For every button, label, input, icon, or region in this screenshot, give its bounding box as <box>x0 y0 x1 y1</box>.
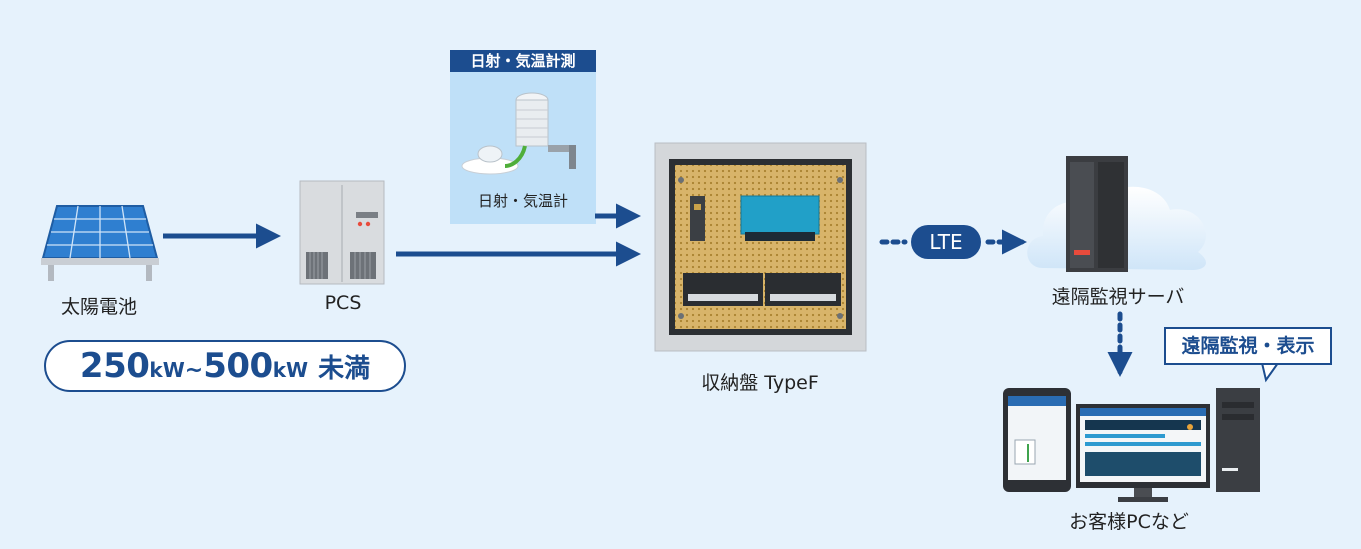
enclosure-label: 収納盤 TypeF <box>701 372 819 394</box>
desktop-tower-icon <box>1216 388 1260 492</box>
weather-header: 日射・気温計測 <box>450 50 596 72</box>
weather-sensor-panel <box>450 72 596 224</box>
server-icon <box>1066 156 1128 272</box>
pcs-label: PCS <box>324 292 362 314</box>
enclosure-typef-icon <box>654 142 867 352</box>
thermometer-shield-icon <box>504 92 576 169</box>
weather-sensor-label: 日射・気温計 <box>477 192 569 210</box>
remote-view-label: 遠隔監視・表示 <box>1164 327 1332 365</box>
server-label: 遠隔監視サーバ <box>1051 286 1185 308</box>
monitor-icon <box>1076 404 1210 502</box>
capacity-max-value: 500 <box>203 346 273 386</box>
lte-badge: LTE <box>911 225 981 259</box>
capacity-min-unit: kW <box>149 358 185 382</box>
capacity-separator: ~ <box>184 358 204 383</box>
capacity-badge: 250 kW ~ 500 kW 未満 <box>44 340 406 392</box>
pyranometer-icon <box>461 145 519 175</box>
capacity-min-value: 250 <box>79 346 150 386</box>
customer-pc-label: お客様PCなど <box>1069 511 1189 533</box>
solar-label: 太陽電池 <box>60 296 138 318</box>
bubble-tail <box>1260 362 1280 383</box>
solar-panel-icon <box>41 205 159 281</box>
capacity-qualifier: 未満 <box>318 354 371 384</box>
tablet-icon <box>1003 388 1071 492</box>
capacity-max-unit: kW <box>272 358 309 382</box>
connection-arrows <box>163 203 1133 377</box>
pcs-cabinet-icon <box>299 180 385 285</box>
